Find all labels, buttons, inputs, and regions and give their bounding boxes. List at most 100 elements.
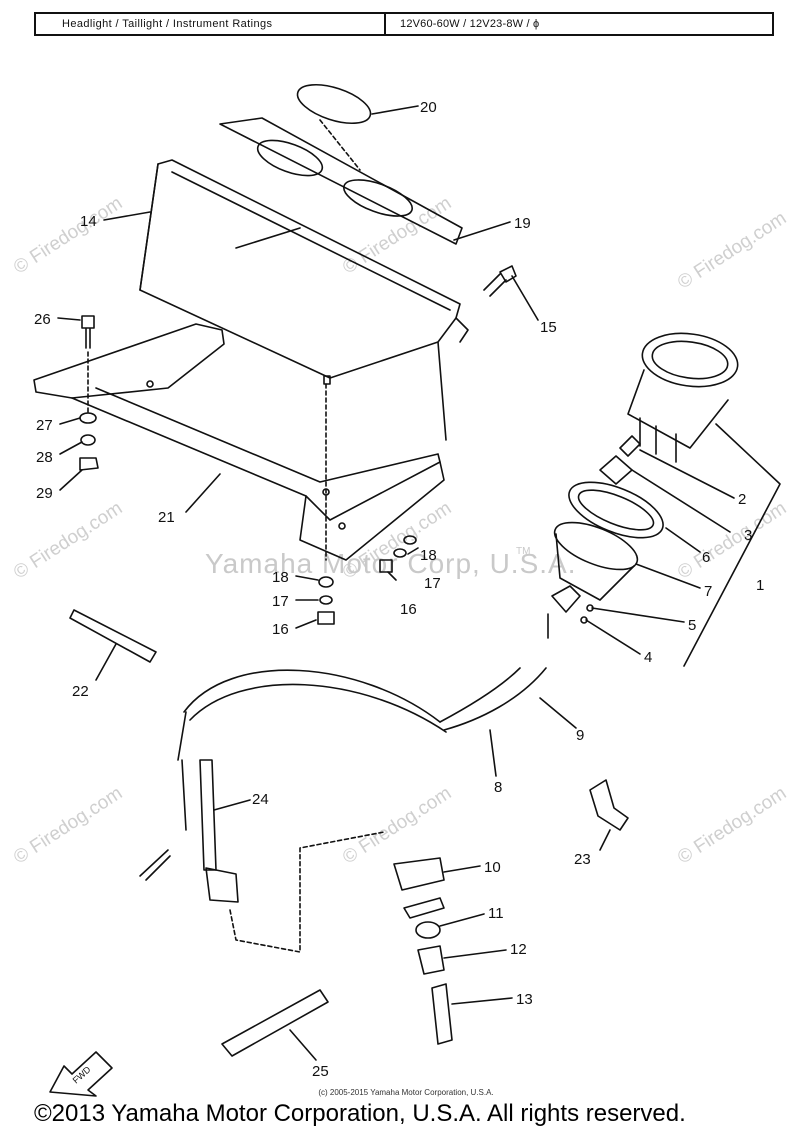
part-20-cap — [296, 83, 372, 125]
part-11-bushing — [415, 921, 441, 939]
part-14-housing — [139, 159, 461, 379]
leader-8 — [489, 729, 497, 777]
part-18-washer — [318, 576, 334, 588]
callout-6: 6 — [702, 549, 710, 566]
part-27-washer — [79, 412, 97, 424]
callout-27: 27 — [36, 417, 53, 434]
callout-5: 5 — [688, 617, 696, 634]
part-22-strap — [69, 609, 157, 663]
leader-12 — [443, 949, 507, 959]
part-16-nut — [317, 611, 335, 625]
ratings-header: Headlight / Taillight / Instrument Ratin… — [34, 12, 774, 36]
part-24-body — [199, 759, 217, 871]
ratings-divider — [384, 12, 386, 36]
leader-21 — [185, 473, 221, 513]
leader-19 — [453, 221, 511, 241]
leader-7 — [635, 563, 701, 589]
small-copyright: (c) 2005-2015 Yamaha Motor Corporation, … — [318, 1088, 494, 1097]
guide-line — [319, 119, 361, 171]
copyright-footer: ©2013 Yamaha Motor Corporation, U.S.A. A… — [34, 1100, 686, 1127]
part-21-bracket-right — [299, 461, 445, 561]
part-8-cable-end — [177, 711, 187, 831]
callout-10: 10 — [484, 859, 501, 876]
leader-6 — [665, 527, 701, 553]
part-29-nut — [79, 457, 99, 471]
part-12-sleeve — [417, 945, 445, 975]
leader-5 — [591, 607, 685, 623]
part-1-meter-face — [641, 332, 739, 388]
part-1-meter-dial — [651, 340, 729, 380]
housing-edge — [437, 341, 447, 441]
watermark-trademark: TM — [516, 546, 531, 557]
bracket-hole — [338, 522, 346, 530]
leader-14 — [103, 211, 151, 221]
part-18-washer — [403, 535, 417, 545]
leader-26 — [57, 317, 81, 321]
callout-13: 13 — [516, 991, 533, 1008]
leader-16b — [295, 619, 317, 629]
part-11-gasket — [403, 897, 445, 919]
callout-1: 1 — [756, 577, 764, 594]
part-16-nut — [379, 559, 393, 573]
bracket-hole — [146, 380, 154, 388]
callout-25: 25 — [312, 1063, 329, 1080]
fwd-label: FWD — [71, 1064, 93, 1085]
part-3-socket — [599, 455, 633, 485]
callout-3: 3 — [744, 527, 752, 544]
housing-boss — [323, 375, 331, 385]
callout-17b: 17 — [272, 593, 289, 610]
leader-23 — [599, 829, 611, 851]
leader-18a — [407, 547, 419, 555]
leader-2 — [639, 449, 735, 499]
callout-15: 15 — [540, 319, 557, 336]
leader-18b — [295, 575, 319, 581]
callout-18a: 18 — [420, 547, 437, 564]
guide-line — [229, 831, 385, 953]
part-24-head — [205, 867, 239, 903]
callout-21: 21 — [158, 509, 175, 526]
callout-26: 26 — [34, 311, 51, 328]
leader-10 — [443, 865, 481, 873]
part-8-cable — [183, 669, 447, 733]
ratings-value: 12V60-60W / 12V23-8W / ϕ — [400, 18, 540, 30]
part-25-cable — [221, 989, 329, 1057]
callout-17a: 17 — [424, 575, 441, 592]
housing-tab — [455, 317, 469, 343]
part-2-bulb — [619, 435, 641, 457]
callout-2: 2 — [738, 491, 746, 508]
callout-7: 7 — [704, 583, 712, 600]
part-17-washer — [319, 595, 333, 605]
leader-15 — [511, 275, 539, 321]
housing-edge — [171, 171, 451, 311]
callout-24: 24 — [252, 791, 269, 808]
meter-studs — [639, 417, 677, 463]
leader-28 — [59, 441, 83, 455]
leader-27 — [59, 417, 81, 425]
part-10-drive — [393, 857, 445, 891]
leader-13 — [451, 997, 513, 1005]
part-26-bolt — [81, 315, 95, 349]
part-28-washer — [80, 434, 96, 446]
callout-14: 14 — [80, 213, 97, 230]
ratings-label: Headlight / Taillight / Instrument Ratin… — [62, 18, 273, 30]
leader-25 — [289, 1029, 317, 1061]
callout-23: 23 — [574, 851, 591, 868]
part-21-bar — [71, 387, 441, 521]
callout-20: 20 — [420, 99, 437, 116]
leader-22 — [95, 643, 117, 681]
part-19-plate — [219, 117, 463, 245]
callout-16b: 16 — [272, 621, 289, 638]
callout-28: 28 — [36, 449, 53, 466]
part-23-clip — [589, 779, 629, 831]
callout-12: 12 — [510, 941, 527, 958]
callout-8: 8 — [494, 779, 502, 796]
leader-3 — [631, 469, 731, 533]
leader-20 — [371, 105, 419, 115]
housing-inner — [235, 227, 301, 249]
part-19-hole — [256, 139, 324, 177]
callout-4: 4 — [644, 649, 652, 666]
leader-16a — [387, 571, 397, 581]
part-21-bracket-left — [33, 323, 225, 399]
part-5-socket — [547, 585, 581, 639]
